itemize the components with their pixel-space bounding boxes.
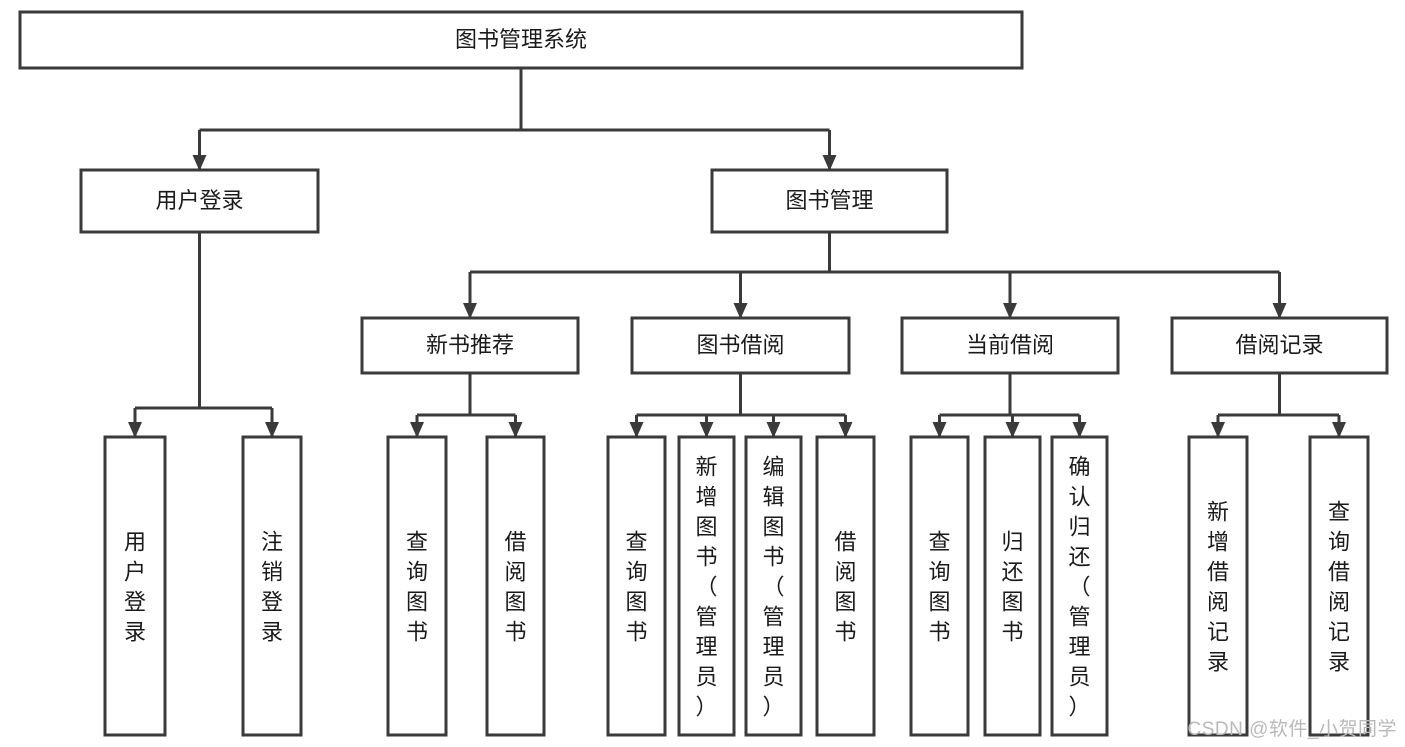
arrow-head-icon xyxy=(629,422,644,438)
flow-node-leaf-add-record[interactable]: 新增借阅记录 xyxy=(1187,435,1249,737)
node-label: 新增图书（管理员） xyxy=(695,454,717,719)
node-label: 查询图书 xyxy=(625,529,647,644)
arrow-head-icon xyxy=(733,303,748,319)
arrow-head-icon xyxy=(410,422,424,438)
flow-node-new-book-rec[interactable]: 新书推荐 xyxy=(360,316,580,375)
node-label: 借阅图书 xyxy=(834,529,856,644)
flow-node-leaf-query-record[interactable]: 查询借阅记录 xyxy=(1308,435,1370,737)
node-label: 当前借阅 xyxy=(966,332,1054,357)
flow-node-leaf-return-book[interactable]: 归还图书 xyxy=(983,435,1042,737)
node-box xyxy=(983,435,1042,737)
node-box xyxy=(815,435,876,737)
arrow-head-icon xyxy=(1005,422,1020,438)
arrow-head-icon xyxy=(766,422,781,438)
node-label: 查询借阅记录 xyxy=(1328,499,1350,674)
node-box xyxy=(386,435,448,737)
node-box xyxy=(79,168,320,234)
node-box xyxy=(360,316,580,375)
node-box xyxy=(677,435,736,737)
node-box xyxy=(900,316,1120,375)
arrow-head-icon xyxy=(1332,422,1346,438)
arrow-head-icon xyxy=(265,422,279,438)
node-label: 用户登录 xyxy=(155,188,243,213)
flow-node-leaf-add-book[interactable]: 新增图书（管理员） xyxy=(677,435,736,737)
flow-node-book-mgmt[interactable]: 图书管理 xyxy=(710,168,949,234)
arrow-head-icon xyxy=(822,155,837,171)
node-box xyxy=(909,435,970,737)
node-label: 新书推荐 xyxy=(426,332,514,357)
arrow-head-icon xyxy=(699,422,714,438)
flow-node-book-borrow[interactable]: 图书借阅 xyxy=(630,316,851,375)
connector-layer xyxy=(128,68,1346,438)
node-label: 查询图书 xyxy=(928,529,950,644)
flow-node-leaf-user-login[interactable]: 用户登录 xyxy=(103,435,167,737)
arrow-head-icon xyxy=(1003,303,1017,319)
node-label: 图书管理 xyxy=(785,188,873,213)
flow-node-leaf-query-book-a[interactable]: 查询图书 xyxy=(386,435,448,737)
node-box xyxy=(606,435,667,737)
node-box xyxy=(1187,435,1249,737)
arrow-head-icon xyxy=(508,422,523,438)
arrow-head-icon xyxy=(838,422,853,438)
node-label: 图书管理系统 xyxy=(455,27,587,52)
node-label: 用户登录 xyxy=(124,529,146,644)
flow-node-leaf-logout[interactable]: 注销登录 xyxy=(241,435,303,737)
node-box xyxy=(18,10,1024,70)
flow-node-leaf-query-book-b[interactable]: 查询图书 xyxy=(606,435,667,737)
arrow-head-icon xyxy=(192,155,207,171)
flow-node-user-login[interactable]: 用户登录 xyxy=(79,168,320,234)
arrow-head-icon xyxy=(1072,422,1087,438)
arrow-head-icon xyxy=(128,422,142,438)
node-box xyxy=(744,435,803,737)
node-box xyxy=(103,435,167,737)
node-label: 确认归还（管理员） xyxy=(1068,454,1090,719)
node-label: 编辑图书（管理员） xyxy=(762,454,784,719)
node-label: 注销登录 xyxy=(261,529,283,644)
flow-node-current-borrow[interactable]: 当前借阅 xyxy=(900,316,1120,375)
node-label: 借阅记录 xyxy=(1235,332,1323,357)
flow-node-leaf-borrow-book-b[interactable]: 借阅图书 xyxy=(815,435,876,737)
flow-node-leaf-borrow-book-a[interactable]: 借阅图书 xyxy=(485,435,546,737)
node-label: 归还图书 xyxy=(1001,529,1023,644)
node-label: 借阅图书 xyxy=(504,529,526,644)
flow-node-borrow-record[interactable]: 借阅记录 xyxy=(1170,316,1389,375)
arrow-head-icon xyxy=(1211,422,1225,438)
arrow-head-icon xyxy=(1272,303,1287,319)
node-layer: 图书管理系统用户登录图书管理新书推荐图书借阅当前借阅借阅记录用户登录注销登录查询… xyxy=(18,10,1389,737)
node-label: 图书借阅 xyxy=(696,332,784,357)
node-box xyxy=(1050,435,1109,737)
flow-node-leaf-edit-book[interactable]: 编辑图书（管理员） xyxy=(744,435,803,737)
node-box xyxy=(1170,316,1389,375)
node-box xyxy=(241,435,303,737)
flow-node-root[interactable]: 图书管理系统 xyxy=(18,10,1024,70)
node-box xyxy=(485,435,546,737)
node-box xyxy=(630,316,851,375)
flow-node-leaf-query-book-c[interactable]: 查询图书 xyxy=(909,435,970,737)
arrow-head-icon xyxy=(463,303,477,319)
node-label: 新增借阅记录 xyxy=(1207,499,1229,674)
flow-node-leaf-confirm-return[interactable]: 确认归还（管理员） xyxy=(1050,435,1109,737)
node-box xyxy=(710,168,949,234)
node-label: 查询图书 xyxy=(406,529,428,644)
node-box xyxy=(1308,435,1370,737)
arrow-head-icon xyxy=(932,422,947,438)
